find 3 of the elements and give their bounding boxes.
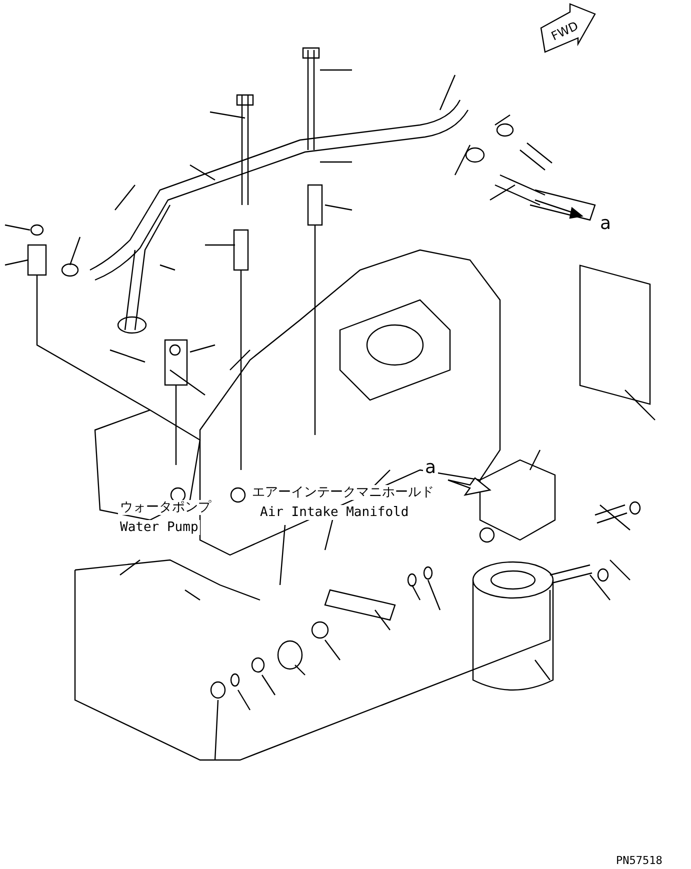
part-name: Water Pump bbox=[118, 520, 200, 535]
part-name: ウォータポンプ bbox=[118, 500, 213, 515]
reference-letter: a bbox=[423, 460, 438, 475]
